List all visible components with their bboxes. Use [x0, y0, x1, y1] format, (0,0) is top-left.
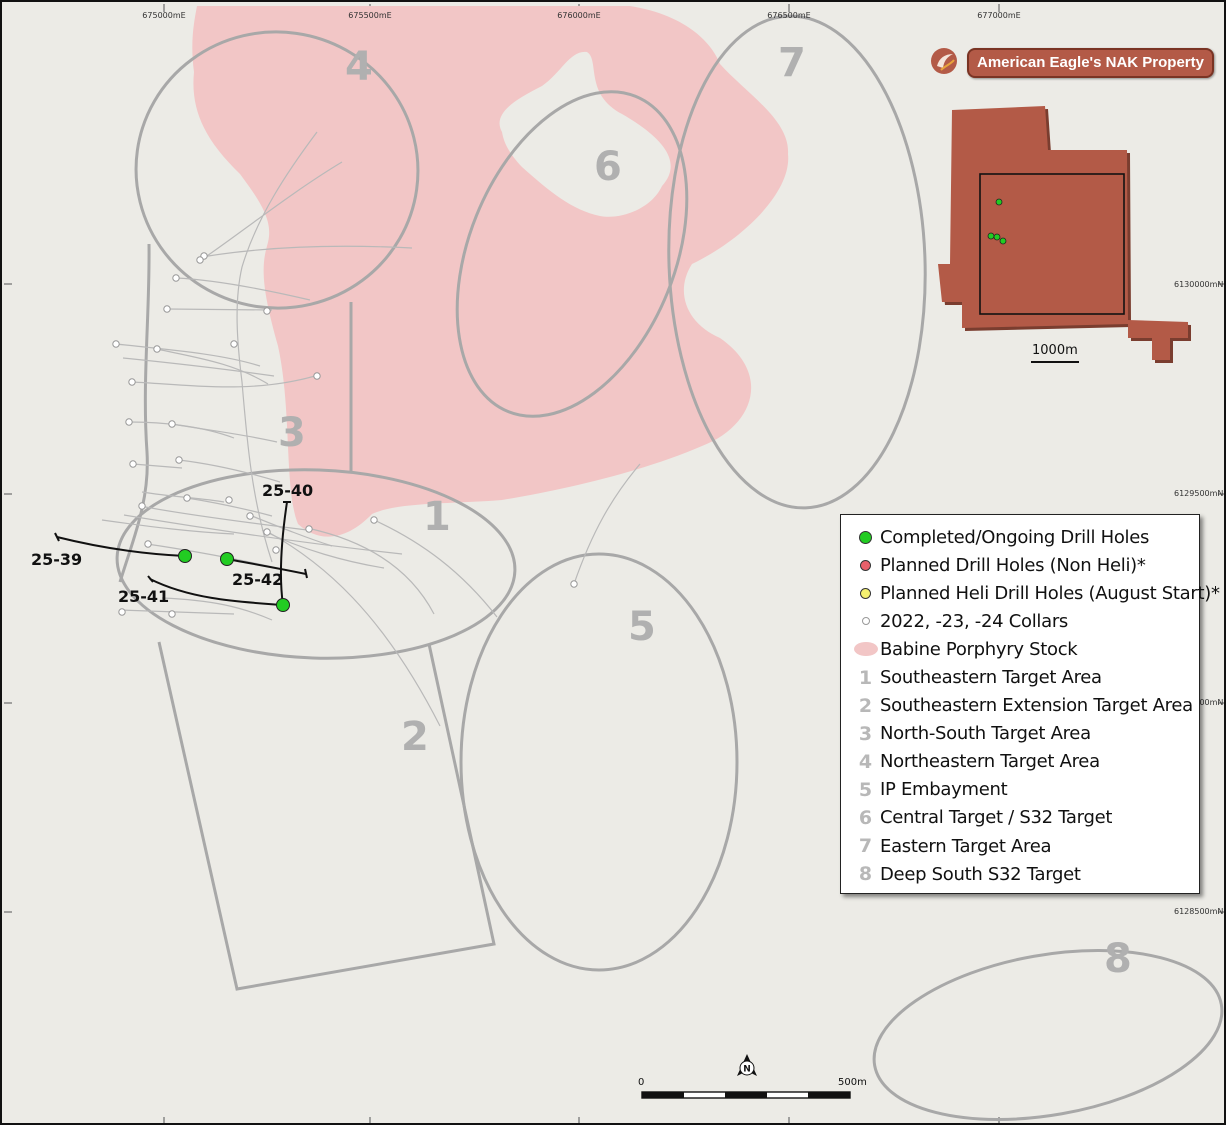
scale-start-label: 0 [638, 1077, 645, 1088]
legend: Completed/Ongoing Drill Holes Planned Dr… [840, 514, 1220, 894]
yellow-dot-icon [860, 587, 871, 599]
drill-hole-label: 25-40 [262, 481, 314, 500]
legend-item-target-7: 7 Eastern Target Area [858, 835, 1052, 858]
legend-item-planned: Planned Drill Holes (Non Heli)* [851, 551, 1199, 579]
target-number: 2 [401, 714, 429, 760]
legend-item-target-2: 2 Southeastern Extension Target Area [858, 694, 1193, 717]
target-7-outline[interactable] [660, 12, 933, 513]
legend-item-target-8: 8 Deep South S32 Target [858, 863, 1081, 886]
target-number: 7 [778, 40, 806, 86]
target-6-outline[interactable] [413, 58, 731, 450]
svg-text:N: N [743, 1065, 751, 1075]
stock-swatch-icon [853, 642, 878, 657]
legend-item-target-4: 4 Northeastern Target Area [858, 750, 1100, 773]
target-5-outline[interactable] [459, 552, 739, 972]
drill-traces-2025 [54, 501, 308, 606]
historic-drill-traces [101, 131, 641, 727]
legend-item-collars: 2022, -23, -24 Collars [851, 607, 1199, 635]
northing-label: 6130000mN [1174, 280, 1224, 289]
scale-bar [641, 1091, 851, 1099]
babine-porphyry-stock [192, 6, 789, 537]
red-dot-icon [860, 559, 871, 571]
grid-ticks [4, 4, 1224, 1123]
target-number: 1 [423, 494, 451, 540]
legend-item-completed: Completed/Ongoing Drill Holes [851, 523, 1199, 551]
northing-label: 6128500mN [1174, 907, 1224, 916]
target-number: 5 [628, 604, 656, 650]
green-dot-icon [859, 530, 872, 544]
target-number: 6 [594, 144, 622, 190]
legend-item-target-6: 6 Central Target / S32 Target [858, 806, 1113, 829]
easting-label: 675500mE [348, 11, 392, 20]
legend-item-stock: Babine Porphyry Stock [851, 635, 1199, 663]
legend-item-target-5: 5 IP Embayment [858, 778, 1008, 801]
target-2-outline[interactable] [157, 641, 496, 991]
scale-end-label: 500m [838, 1077, 867, 1088]
drill-hole-label: 25-39 [31, 550, 83, 569]
property-inset[interactable] [938, 106, 1191, 363]
target-outlines [114, 12, 1226, 1125]
legend-item-heli: Planned Heli Drill Holes (August Start)* [851, 579, 1220, 607]
target-number: 8 [1104, 936, 1132, 982]
drill-hole-label: 25-41 [118, 587, 170, 606]
company-logo-icon [931, 48, 957, 74]
drill-hole-label: 25-42 [232, 570, 284, 589]
legend-item-target-3: 3 North-South Target Area [858, 722, 1091, 745]
stock-inlier [499, 51, 671, 217]
easting-label: 675000mE [142, 11, 186, 20]
north-arrow-icon: N [737, 1054, 757, 1076]
property-title: American Eagle's NAK Property [967, 48, 1214, 78]
northing-label: 6129500mN [1174, 489, 1224, 498]
legend-item-target-1: 1 Southeastern Target Area [858, 666, 1102, 689]
collar-icon [861, 617, 870, 626]
historic-collars [112, 252, 578, 618]
inset-scale-label: 1000m [1032, 343, 1078, 358]
target-4-outline[interactable] [118, 14, 436, 327]
target-number: 4 [345, 44, 373, 90]
target-1-outline[interactable] [114, 463, 518, 665]
completed-drill-holes[interactable] [178, 549, 290, 612]
target-number: 3 [278, 410, 306, 456]
easting-label: 676000mE [557, 11, 601, 20]
target-8-outline[interactable] [861, 926, 1226, 1125]
easting-label: 677000mE [977, 11, 1021, 20]
easting-label: 676500mE [767, 11, 811, 20]
target-3-outline[interactable] [118, 243, 353, 583]
